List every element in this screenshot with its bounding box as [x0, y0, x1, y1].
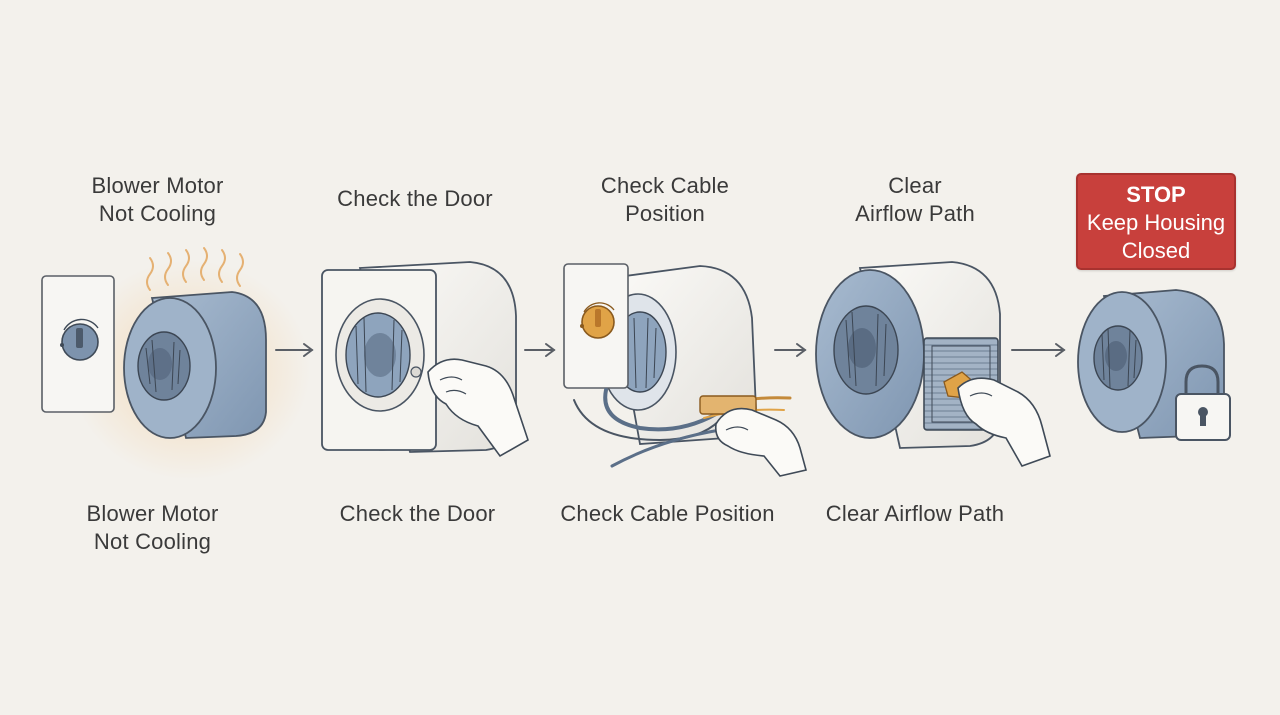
step-5-illustration — [1077, 289, 1231, 441]
padlock-icon — [1175, 364, 1231, 441]
blower-motor-icon — [123, 291, 267, 439]
step-4-bottom-label: Clear Airflow Path — [825, 501, 1005, 526]
step-3-bottom-label: Check Cable Position — [560, 501, 775, 526]
thermostat-dial-icon — [563, 263, 629, 389]
step-1-bottom-label: Blower Motor Not Cooling — [86, 501, 219, 554]
arrow-right-icon — [275, 343, 314, 357]
stop-warning-sign: STOP Keep Housing Closed — [1076, 173, 1236, 270]
step-3-top-label: Check Cable Position — [600, 173, 730, 226]
step-1-illustration — [41, 247, 310, 480]
hand-icon — [427, 358, 529, 458]
step-1-top-label: Blower Motor Not Cooling — [91, 173, 224, 226]
stop-message: Keep Housing Closed — [1086, 210, 1226, 263]
hand-icon — [714, 407, 807, 477]
heat-waves-icon — [146, 247, 244, 291]
arrow-right-icon — [524, 343, 556, 357]
step-3-illustration — [563, 263, 807, 477]
step-4-top-label: Clear Airflow Path — [855, 173, 975, 226]
arrow-right-icon — [774, 343, 807, 357]
stop-title: STOP — [1126, 182, 1186, 207]
step-2-top-label: Check the Door — [337, 186, 493, 211]
step-2-illustration — [321, 261, 529, 458]
step-2-bottom-label: Check the Door — [339, 501, 496, 526]
hand-icon — [957, 377, 1051, 467]
arrow-right-icon — [1011, 343, 1066, 357]
thermostat-dial-icon — [41, 275, 115, 413]
step-4-illustration — [815, 261, 1051, 467]
